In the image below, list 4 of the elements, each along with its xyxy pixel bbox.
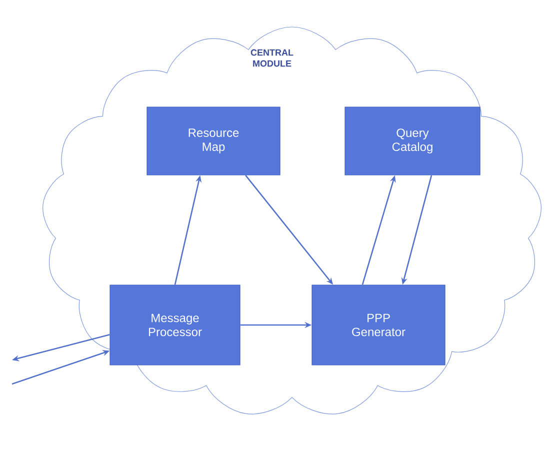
process-box: Message Processor <box>110 284 240 366</box>
process-box: PPP Generator <box>312 284 446 366</box>
process-box: Resource Map <box>146 106 280 176</box>
process-box: Query Catalog <box>344 106 480 176</box>
